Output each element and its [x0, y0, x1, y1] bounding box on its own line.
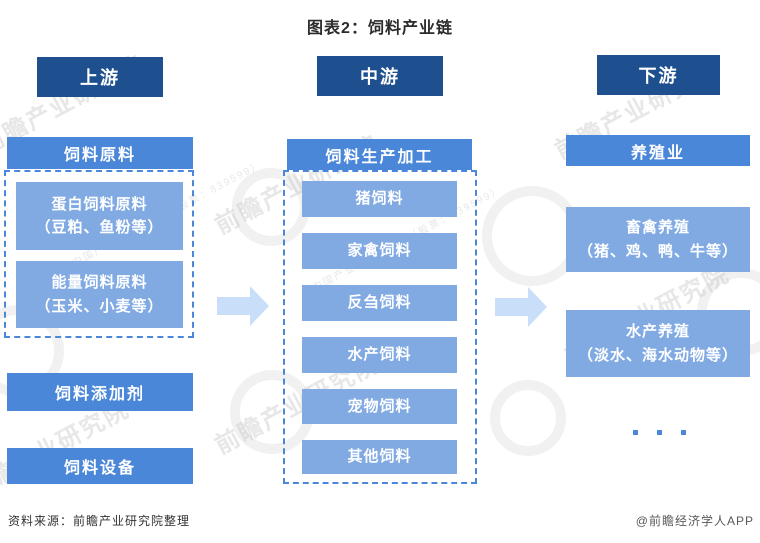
item-line2: （淡水、海水动物等） — [577, 346, 738, 364]
source-note: 资料来源：前瞻产业研究院整理 — [8, 514, 191, 528]
section-feed-equipment: 饲料设备 — [7, 448, 193, 484]
item-pig-feed: 猪饲料 — [302, 181, 457, 217]
watermark-logo-icon — [490, 380, 566, 456]
flow-arrow-icon — [495, 287, 547, 327]
item-line1: 水产养殖 — [625, 323, 690, 341]
item-line2: （豆粕、鱼粉等） — [35, 219, 164, 236]
section-feed-raw-materials: 饲料原料 — [7, 137, 193, 169]
stage-header-midstream: 中游 — [317, 56, 443, 96]
item-line1: 畜禽养殖 — [625, 219, 690, 237]
item-poultry-feed: 家禽饲料 — [302, 233, 457, 269]
item-livestock-poultry-farming: 畜禽养殖 （猪、鸡、鸭、牛等） — [566, 207, 750, 272]
item-line1: 能量饲料原料 — [51, 274, 148, 292]
item-aquaculture-farming: 水产养殖 （淡水、海水动物等） — [566, 310, 750, 377]
section-farming-industry: 养殖业 — [566, 135, 750, 166]
item-aquatic-feed: 水产饲料 — [302, 337, 457, 373]
stage-header-downstream: 下游 — [597, 55, 720, 95]
flow-arrow-icon — [217, 286, 269, 326]
midstream-dashed-group — [283, 170, 477, 484]
item-line2: （玉米、小麦等） — [35, 297, 164, 315]
stage-header-upstream: 上游 — [37, 57, 163, 97]
ellipsis-dots-icon — [633, 430, 693, 435]
item-pet-feed: 宠物饲料 — [302, 389, 457, 424]
credit-note: @前瞻经济学人APP — [635, 514, 754, 528]
item-line2: （猪、鸡、鸭、牛等） — [577, 242, 738, 260]
section-feed-production: 饲料生产加工 — [287, 139, 472, 170]
figure-title: 图表2：饲料产业链 — [307, 20, 453, 37]
item-ruminant-feed: 反刍饲料 — [302, 285, 457, 321]
section-feed-additives: 饲料添加剂 — [7, 373, 193, 411]
item-energy-feed-raw-materials: 能量饲料原料 （玉米、小麦等） — [16, 261, 183, 328]
item-line1: 蛋白饲料原料 — [51, 195, 148, 213]
item-protein-feed-raw-materials: 蛋白饲料原料 （豆粕、鱼粉等） — [16, 182, 183, 250]
upstream-dashed-group — [4, 170, 194, 338]
item-other-feed: 其他饲料 — [302, 440, 457, 474]
